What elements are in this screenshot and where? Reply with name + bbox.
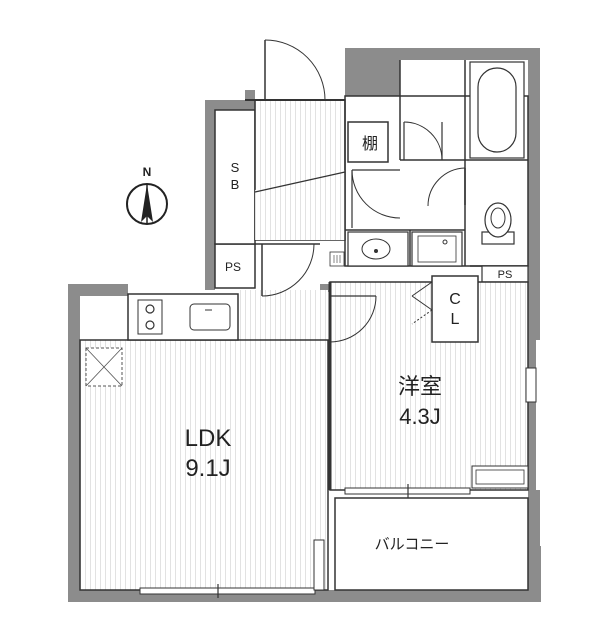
shoe-box-label-b: B [231,177,240,192]
fridge-space [85,347,123,387]
ldk-size: 9.1J [185,455,230,482]
toilet-door [427,167,466,207]
bedroom-bottom-frame [471,465,529,489]
ldk-window [139,584,316,598]
closet-label-c: C [449,291,461,308]
north-label: N [143,165,152,179]
ldk-room [79,290,329,591]
bedroom-balcony-window [344,484,471,498]
closet [411,275,479,343]
closet-label-l: L [451,311,460,328]
balcony [334,497,529,591]
bedroom-room [328,281,529,491]
bedroom-name: 洋室 [398,374,442,399]
wash-basin [347,231,409,267]
shoe-box [214,109,256,245]
bedroom-window [525,367,537,403]
hall-door [255,243,320,297]
toilet [470,202,528,267]
vent-box [329,251,345,267]
front-door [245,39,345,101]
kitchen-counter [127,293,239,341]
bedroom-size: 4.3J [399,404,441,429]
bathtub [469,61,525,159]
washroom-door [351,169,401,228]
ldk-name: LDK [185,425,232,452]
ps-left [214,243,256,289]
ps-left-label: PS [225,260,241,274]
shelf [347,121,389,163]
balcony-name: バルコニー [375,536,450,553]
entrance [254,99,346,241]
bedroom-door [329,295,377,343]
ps-right-label: PS [498,269,513,281]
ldk-side-frame [313,539,325,591]
bathroom-door [403,121,443,161]
shelf-label: 棚 [362,135,378,153]
shoe-box-label-s: S [231,160,240,175]
washing-machine-space [411,231,463,267]
north-arrow-icon [126,183,168,225]
